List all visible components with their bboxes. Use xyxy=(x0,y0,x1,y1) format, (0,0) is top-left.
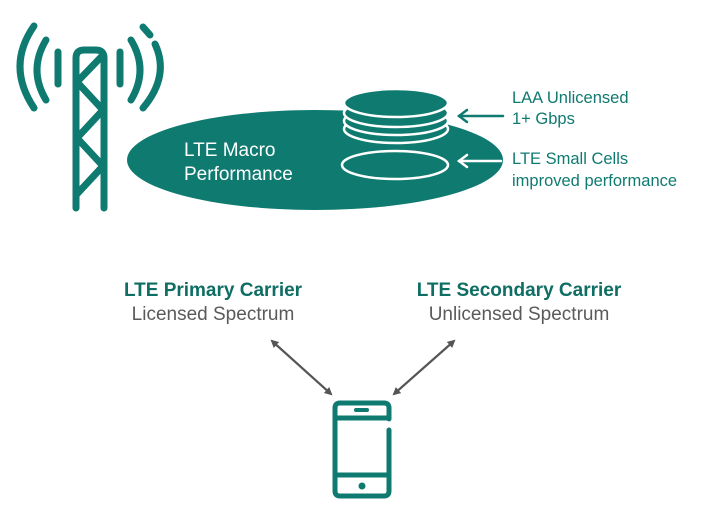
wave-right-outer xyxy=(139,40,164,112)
wave-left-middle xyxy=(33,36,50,104)
small-cell-callout-arrow xyxy=(456,153,503,169)
laa-callout-line1: LAA Unlicensed xyxy=(512,89,629,107)
wave-right-outer-dash xyxy=(139,23,154,39)
cell-tower-icon xyxy=(16,22,164,212)
primary-carrier-subtitle: Licensed Spectrum xyxy=(131,304,295,325)
laa-callout-line2: 1+ Gbps xyxy=(512,110,575,128)
stacked-discs-icon xyxy=(342,87,450,145)
secondary-carrier-subtitle: Unlicensed Spectrum xyxy=(428,304,610,325)
tower-lattice xyxy=(73,51,107,198)
small-cells-callout: LTE Small Cells improved performance xyxy=(512,148,677,192)
secondary-carrier-title: LTE Secondary Carrier xyxy=(416,280,622,301)
primary-link-arrow xyxy=(270,339,333,396)
macro-label-line1: LTE Macro xyxy=(184,140,276,161)
secondary-carrier-label: LTE Secondary Carrier Unlicensed Spectru… xyxy=(379,279,659,327)
small-cell-ellipse xyxy=(340,149,450,181)
laa-callout-arrow xyxy=(456,108,505,124)
macro-label-line2: Performance xyxy=(184,164,293,185)
smartphone-icon xyxy=(332,400,392,499)
small-cells-callout-line1: LTE Small Cells xyxy=(512,150,629,168)
laa-callout: LAA Unlicensed 1+ Gbps xyxy=(512,88,629,130)
secondary-link-arrow xyxy=(392,339,456,396)
primary-carrier-title: LTE Primary Carrier xyxy=(123,280,303,301)
wave-right-middle xyxy=(127,36,144,104)
small-cells-callout-line2: improved performance xyxy=(512,172,678,190)
wave-left-outer xyxy=(16,22,38,112)
macro-label: LTE Macro Performance xyxy=(184,139,293,187)
primary-carrier-label: LTE Primary Carrier Licensed Spectrum xyxy=(73,279,353,327)
